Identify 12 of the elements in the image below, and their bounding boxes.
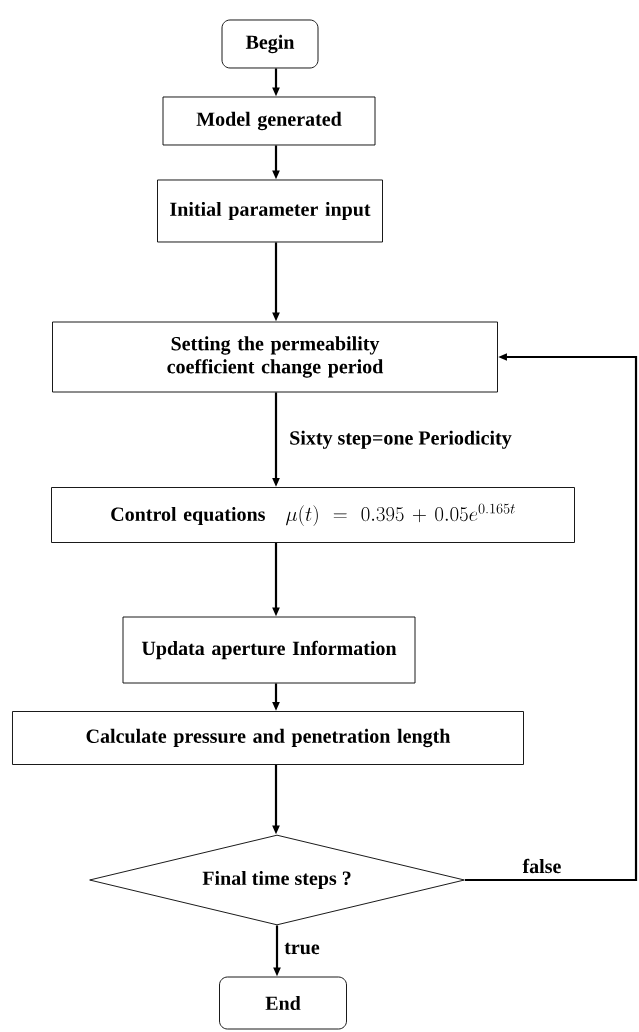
edge-label: Sixty step=one Periodicity bbox=[290, 430, 512, 449]
process-box: Control equations $\mu(t) = 0.395 + 0.05e^{0.165t}$ bbox=[51, 487, 575, 543]
process-box: Model generated bbox=[162, 96, 376, 146]
edge-label: false bbox=[522, 858, 561, 874]
process-box: Calculate pressure and penetration length bbox=[12, 711, 524, 765]
arrow bbox=[464, 353, 638, 882]
process-box: Setting the permeability coefficient change period bbox=[52, 321, 498, 393]
terminal-box: End bbox=[219, 976, 347, 1030]
edge-label: true bbox=[284, 942, 320, 955]
process-box: Initial parameter input bbox=[157, 179, 383, 243]
process-box: Updata aperture Information bbox=[122, 616, 416, 684]
terminal-box: Begin bbox=[221, 19, 319, 69]
